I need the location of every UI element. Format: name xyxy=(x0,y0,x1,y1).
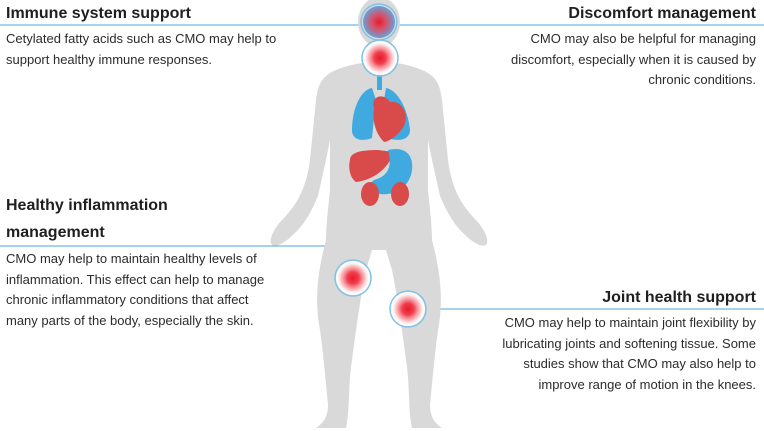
liver xyxy=(349,150,394,182)
joint-title: Joint health support xyxy=(602,289,756,306)
immune-description: Cetylated fatty acids such as CMO may he… xyxy=(6,31,277,67)
hotspot-hip xyxy=(334,259,372,297)
hotspot-knee xyxy=(389,290,427,328)
hotspot-brain xyxy=(360,3,398,41)
hotspot-throat xyxy=(361,39,399,77)
immune-title: Immune system support xyxy=(6,5,191,22)
discomfort-title: Discomfort management xyxy=(568,5,756,22)
inflammation-title: Healthy inflammation management xyxy=(6,197,168,241)
discomfort-description: CMO may also be helpful for managing dis… xyxy=(511,31,756,87)
hotspots xyxy=(334,3,427,328)
left-kidney xyxy=(361,182,379,206)
heart xyxy=(373,96,406,142)
connector-lines xyxy=(0,24,764,310)
left-lung xyxy=(352,88,376,140)
right-kidney xyxy=(391,182,409,206)
inflammation-description: CMO may help to maintain healthy levels … xyxy=(6,251,265,328)
joint-description: CMO may help to maintain joint flexibili… xyxy=(502,315,756,392)
